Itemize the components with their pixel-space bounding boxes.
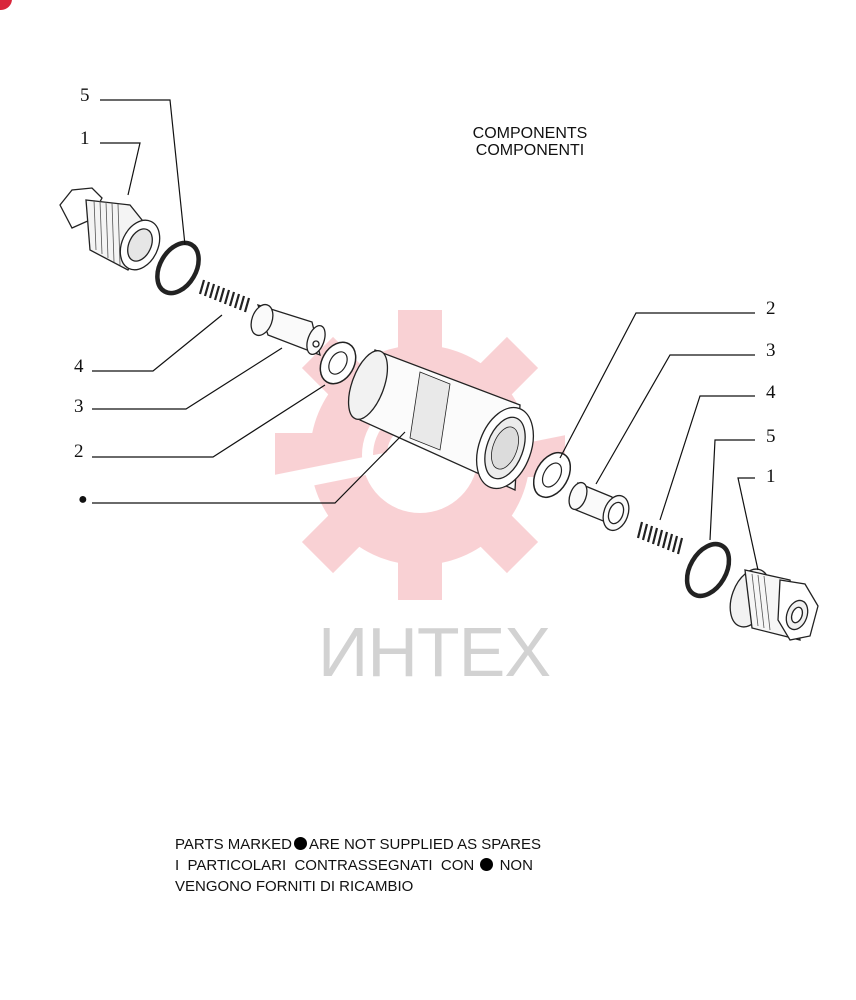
corner-badge <box>0 0 12 10</box>
callout-left-not-supplied: ● <box>78 491 88 508</box>
callout-right-2: 2 <box>766 298 776 319</box>
footnote-en-after: ARE NOT SUPPLIED AS SPARES <box>308 836 541 853</box>
part-spring-left <box>198 279 251 313</box>
leader-lines-right <box>559 312 759 571</box>
footnote-line-en: PARTS MARKED ARE NOT SUPPLIED AS SPARES <box>175 834 541 855</box>
part-oring-right <box>684 541 732 599</box>
callout-left-1: 1 <box>80 128 90 149</box>
footnote-en-before: PARTS MARKED <box>175 836 292 853</box>
leader-lines-left <box>92 99 406 504</box>
callout-left-5: 5 <box>80 85 90 106</box>
callout-right-5: 5 <box>766 426 776 447</box>
callout-right-1: 1 <box>766 466 776 487</box>
footnote-line-it: I PARTICOLARI CONTRASSEGNATI CON NON <box>175 855 541 876</box>
callout-right-4: 4 <box>766 382 776 403</box>
bullet-dot-icon <box>480 858 494 871</box>
footnote-it-before: I PARTICOLARI CONTRASSEGNATI CON <box>175 857 475 874</box>
part-piston-left <box>250 303 326 357</box>
callout-left-2: 2 <box>74 441 84 462</box>
watermark-text: ИНТЕХ <box>318 613 551 691</box>
callout-right-3: 3 <box>766 340 776 361</box>
part-washer-left <box>319 341 357 385</box>
callout-left-3: 3 <box>74 396 84 417</box>
bullet-dot-icon <box>293 837 307 850</box>
footnote: PARTS MARKED ARE NOT SUPPLIED AS SPARES I… <box>175 834 541 897</box>
part-spring-right <box>636 521 684 555</box>
part-washer-right <box>532 451 572 499</box>
footnote-it-after: NON <box>499 857 533 874</box>
part-piston-right <box>568 481 630 532</box>
part-plug-right <box>729 568 819 641</box>
callout-left-4: 4 <box>74 356 84 377</box>
part-body-sleeve <box>347 349 534 491</box>
heading-line-it: COMPONENTI <box>475 142 585 159</box>
part-plug-left <box>59 187 161 271</box>
footnote-line-it-2: VENGONO FORNITI DI RICAMBIO <box>175 878 414 895</box>
diagram-heading: COMPONENTS COMPONENTI <box>420 125 640 159</box>
heading-line-en: COMPONENTS <box>472 125 588 142</box>
part-oring-left <box>155 240 201 296</box>
